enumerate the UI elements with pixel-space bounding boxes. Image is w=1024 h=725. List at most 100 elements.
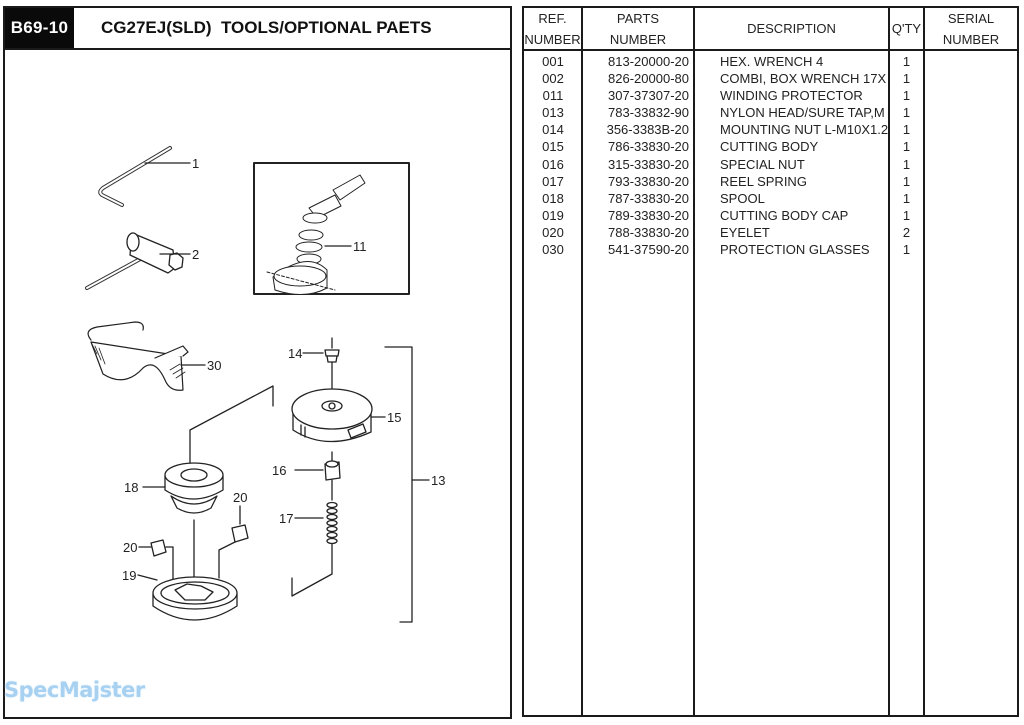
ref-number: 011 (542, 88, 564, 104)
table-row: 014 356-3383B-20 MOUNTING NUT L-M10X1.2 … (524, 121, 1017, 138)
part-number: 541-37590-20 (608, 242, 689, 258)
inset-box (253, 162, 410, 295)
part-number: 307-37307-20 (608, 88, 689, 104)
part-number: 787-33830-20 (608, 190, 689, 206)
description: CUTTING BODY (720, 139, 819, 155)
part-number: 813-20000-20 (608, 54, 689, 69)
panel-header: B69-10 CG27EJ(SLD) TOOLS/OPTIONAL PAETS (5, 8, 510, 50)
part-number: 783-33832-90 (608, 105, 689, 121)
description: PROTECTION GLASSES (720, 242, 870, 258)
quantity: 1 (902, 207, 911, 223)
header-parts-line1: PARTS (616, 10, 660, 26)
description: REEL SPRING (720, 173, 807, 189)
callout-13: 13 (431, 473, 445, 488)
table-row: 030 541-37590-20 PROTECTION GLASSES 1 (524, 241, 1017, 258)
table-row: 015 786-33830-20 CUTTING BODY 1 (524, 138, 1017, 155)
quantity: 1 (902, 54, 911, 69)
header-serial-line1: SERIAL (947, 10, 995, 26)
callout-16: 16 (272, 463, 286, 478)
quantity: 1 (902, 71, 911, 87)
part-number: 793-33830-20 (608, 173, 689, 189)
part-number: 356-3383B-20 (606, 122, 689, 138)
ref-number: 017 (542, 173, 564, 189)
callout-11: 11 (353, 239, 367, 254)
header-qty: Q'TY (890, 8, 923, 49)
header-ref-number: REF. NUMBER (524, 8, 581, 49)
description: SPECIAL NUT (720, 156, 805, 172)
part-number: 789-33830-20 (608, 207, 689, 223)
cutting-body-icon (291, 388, 373, 443)
callout-1: 1 (192, 156, 199, 171)
ref-number: 001 (542, 54, 564, 69)
quantity: 1 (902, 156, 911, 172)
header-ref-line2: NUMBER (524, 31, 581, 47)
column-divider (888, 8, 890, 715)
description: MOUNTING NUT L-M10X1.2 (720, 122, 888, 138)
quantity: 2 (902, 224, 911, 240)
header-serial-line2: NUMBER (942, 31, 1000, 47)
callout-18: 18 (124, 480, 138, 495)
callout-20-right: 20 (233, 490, 247, 505)
table-row: 020 788-33830-20 EYELET 2 (524, 224, 1017, 241)
header-description: DESCRIPTION (695, 8, 888, 49)
ref-number: 014 (542, 122, 564, 138)
header-divider (524, 49, 1017, 51)
callout-17: 17 (279, 511, 293, 526)
spool-icon (164, 462, 224, 514)
part-number: 315-33830-20 (608, 156, 689, 172)
parts-table: REF. NUMBER PARTS NUMBER DESCRIPTION Q'T… (522, 6, 1019, 717)
part-number: 826-20000-80 (608, 71, 689, 87)
callout-15: 15 (387, 410, 401, 425)
column-divider (923, 8, 925, 715)
part-number: 788-33830-20 (608, 224, 689, 240)
page-code-badge: B69-10 (5, 8, 74, 48)
quantity: 1 (902, 122, 911, 138)
ref-number: 013 (542, 105, 564, 121)
ref-number: 018 (542, 190, 564, 206)
quantity: 1 (902, 242, 911, 258)
header-serial-number: SERIAL NUMBER (925, 8, 1017, 49)
cutting-body-cap-icon (152, 576, 238, 621)
header-qty-label: Q'TY (891, 21, 922, 36)
description: SPOOL (720, 190, 765, 206)
eyelet-icon (150, 524, 249, 557)
table-row: 011 307-37307-20 WINDING PROTECTOR 1 (524, 87, 1017, 104)
box-wrench-icon (85, 232, 184, 290)
hex-wrench-icon (98, 146, 172, 207)
table-row: 017 793-33830-20 REEL SPRING 1 (524, 173, 1017, 190)
table-row: 001 813-20000-20 HEX. WRENCH 4 1 (524, 53, 1017, 70)
leader-line-19 (137, 574, 158, 581)
winding-protector-icon (266, 174, 366, 295)
callout-14: 14 (288, 346, 302, 361)
assembly-bracket (384, 346, 413, 623)
description: NYLON HEAD/SURE TAP,M (720, 105, 885, 121)
ref-number: 015 (542, 139, 564, 155)
ref-number: 019 (542, 207, 564, 223)
callout-20-left: 20 (123, 540, 137, 555)
ref-number: 016 (542, 156, 564, 172)
table-row: 018 787-33830-20 SPOOL 1 (524, 190, 1017, 207)
ref-number: 030 (542, 242, 564, 258)
callout-30: 30 (207, 358, 221, 373)
table-body: 001 813-20000-20 HEX. WRENCH 4 1 002 826… (524, 53, 1017, 258)
quantity: 1 (902, 139, 911, 155)
spool-axis-line (189, 385, 274, 471)
description: CUTTING BODY CAP (720, 207, 849, 223)
protection-glasses-icon (87, 321, 189, 391)
header-description-label: DESCRIPTION (747, 21, 836, 36)
callout-19: 19 (122, 568, 136, 583)
part-number: 786-33830-20 (608, 139, 689, 155)
quantity: 1 (902, 190, 911, 206)
exploded-parts-drawing: 1 2 11 (85, 146, 445, 623)
diagram-panel: B69-10 CG27EJ(SLD) TOOLS/OPTIONAL PAETS … (3, 6, 512, 719)
column-divider (581, 8, 583, 715)
table-row: 016 315-33830-20 SPECIAL NUT 1 (524, 156, 1017, 173)
description: HEX. WRENCH 4 (720, 54, 824, 69)
header-parts-line2: NUMBER (609, 31, 667, 47)
description: EYELET (720, 224, 770, 240)
callout-2: 2 (192, 247, 199, 262)
reel-spring-icon (326, 501, 338, 545)
quantity: 1 (902, 173, 911, 189)
quantity: 1 (902, 105, 911, 121)
special-nut-icon (324, 460, 341, 481)
